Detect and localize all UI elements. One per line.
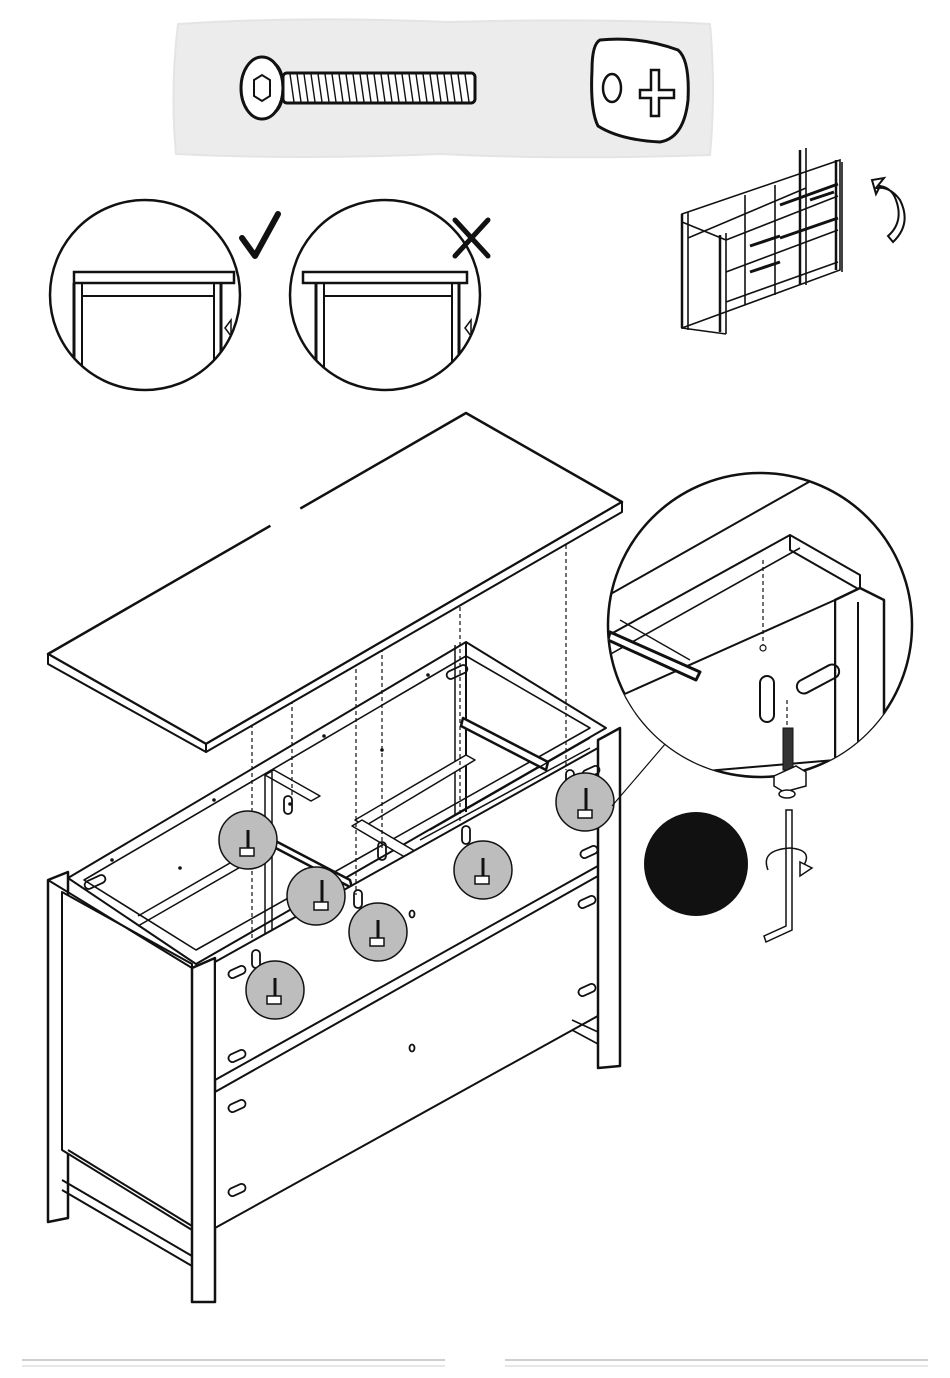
dresser-frame [48, 642, 620, 1302]
cam-nut-icon [592, 39, 689, 142]
callout-3 [349, 903, 407, 961]
orientation-thumbnail [682, 148, 842, 334]
callout-5 [556, 773, 614, 831]
step-number-badge [644, 812, 748, 916]
hex-key-icon [764, 810, 812, 942]
callout-4 [454, 841, 512, 899]
fit-incorrect-example [290, 200, 488, 400]
check-icon [242, 214, 278, 256]
callout-1 [219, 811, 277, 869]
callout-2 [287, 867, 345, 925]
fit-correct-example [50, 200, 278, 400]
rotate-arrow-icon [872, 178, 905, 242]
callout-6 [246, 961, 304, 1019]
footer-rules [22, 1360, 928, 1366]
hardware-panel [173, 19, 713, 157]
